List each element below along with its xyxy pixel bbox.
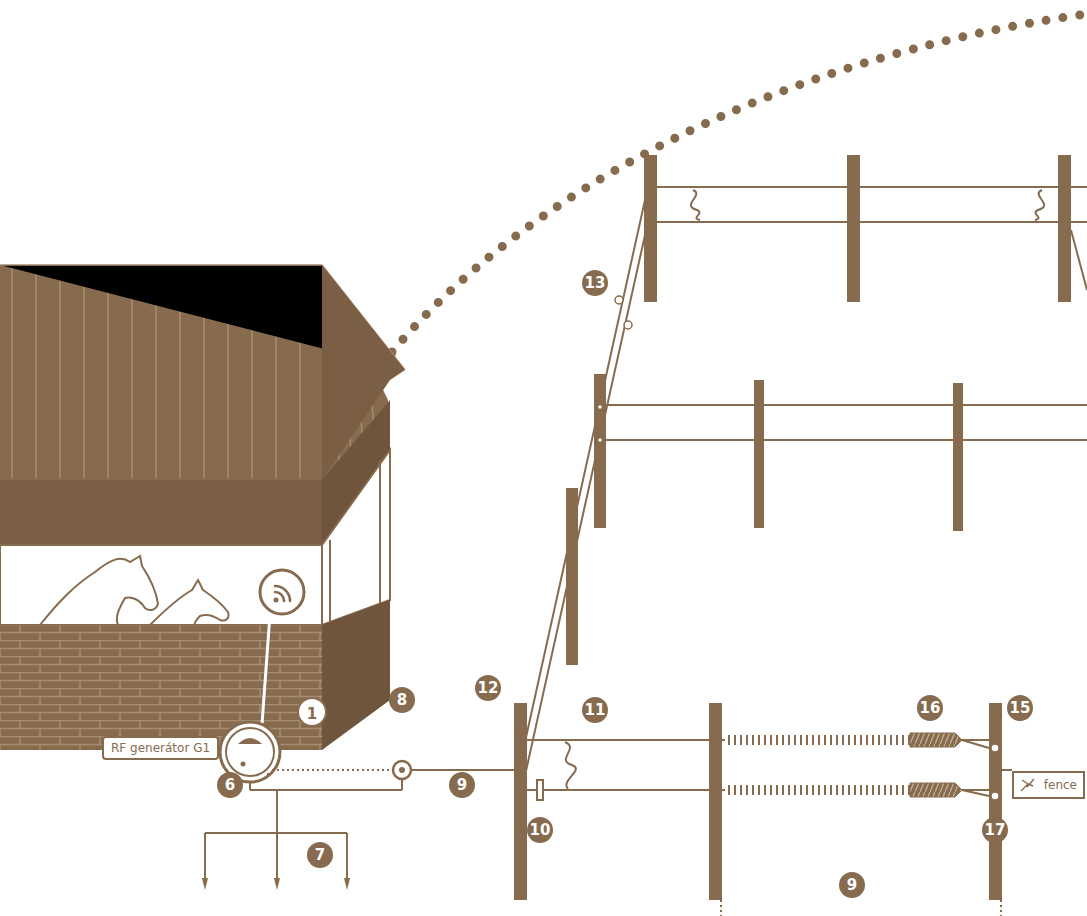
callout-number: 13 — [582, 270, 608, 296]
callout-number: 17 — [982, 817, 1008, 843]
callout-number: 8 — [389, 687, 415, 713]
callout-number: 1 — [297, 697, 327, 727]
callout-number: 16 — [917, 695, 943, 721]
callout-number: 12 — [475, 675, 501, 701]
warning-sign: fence — [1012, 771, 1085, 799]
callout-number: 15 — [1007, 695, 1033, 721]
fence-posts — [514, 155, 1071, 900]
gate-handles — [725, 733, 989, 797]
callout-number: 9 — [449, 772, 475, 798]
node-text: fence — [1044, 777, 1077, 793]
callout-number: 9 — [839, 872, 865, 898]
radio-dots — [392, 14, 1087, 352]
callout-number: 6 — [217, 772, 243, 798]
callout-number: 11 — [582, 697, 608, 723]
lightning-icon — [1019, 777, 1039, 793]
stable-building — [0, 265, 405, 750]
callout-number: 10 — [527, 817, 553, 843]
ground-wiring — [205, 770, 520, 880]
node-text: RF generátor G1 — [111, 740, 210, 756]
fence-wires — [521, 187, 1087, 916]
callout-number: 7 — [307, 842, 333, 868]
device-label: RF generátor G1 — [102, 736, 219, 760]
